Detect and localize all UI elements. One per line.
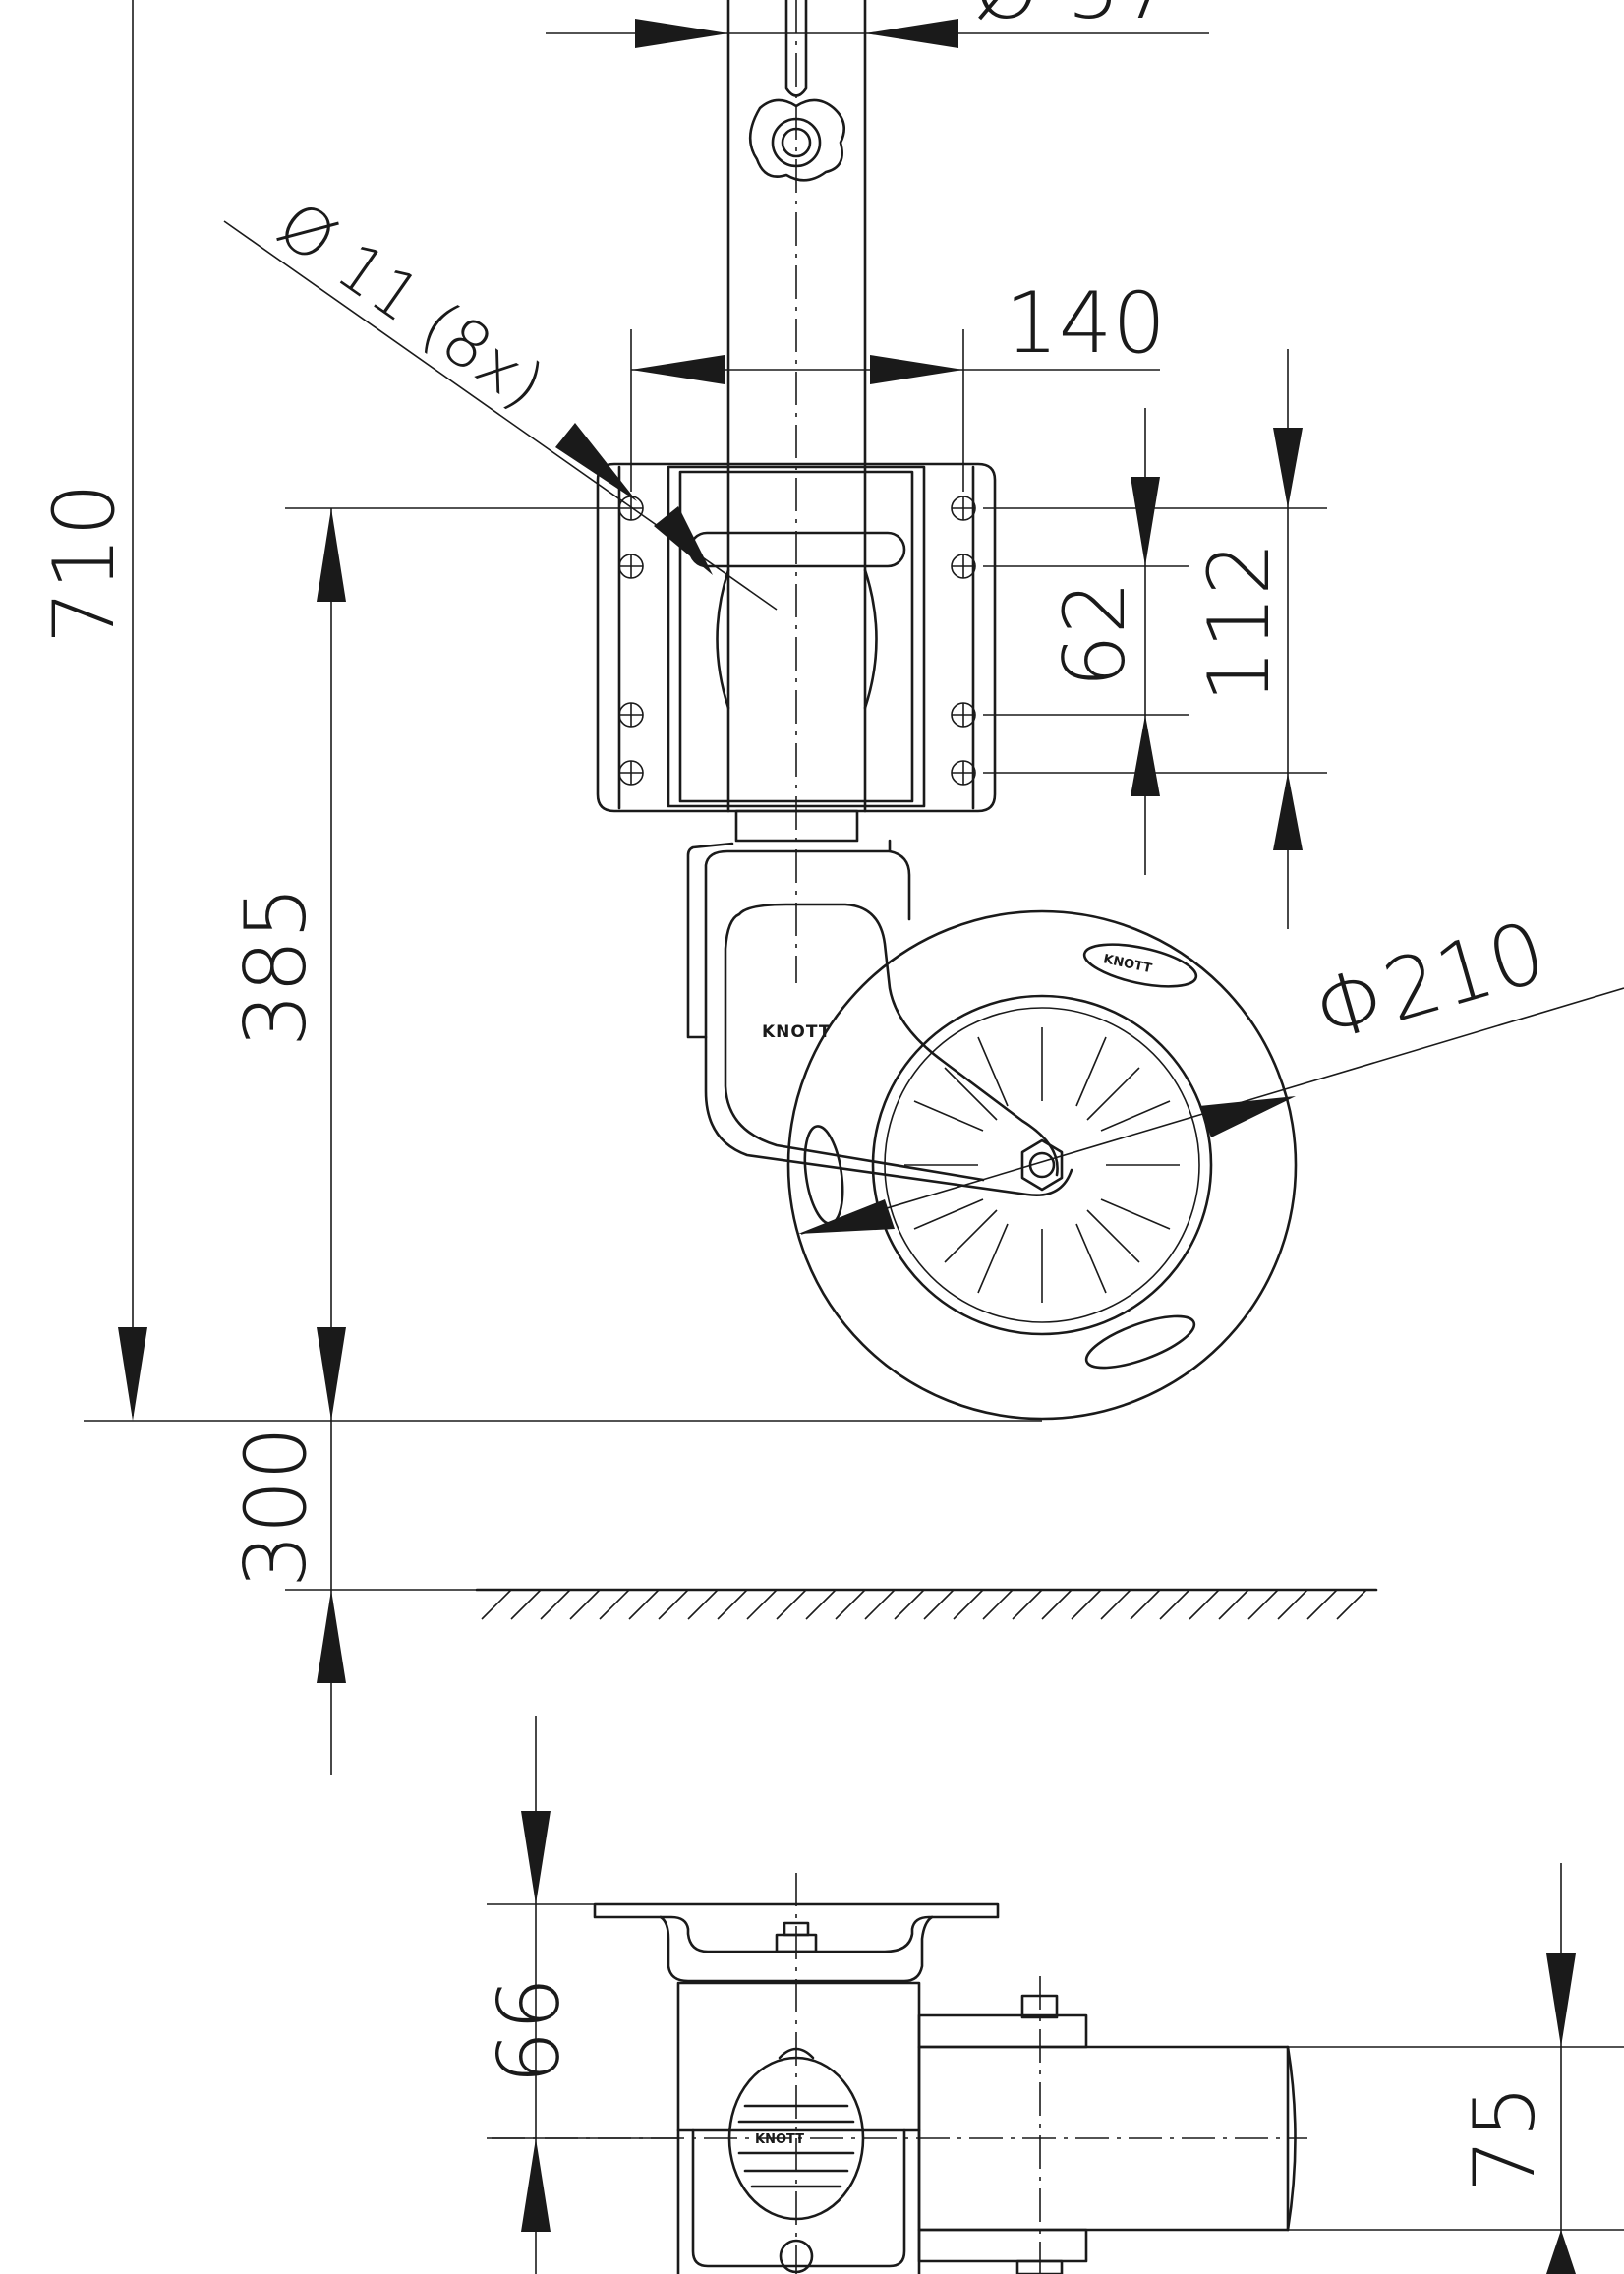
dim-clamp-to-ground: 385 [227,886,325,1047]
crank-knob [748,98,845,182]
bolt-hole-icon [618,496,976,786]
dim-tube-diameter: Ø 57 [973,0,1174,38]
dim-wheel-width: 75 [1456,2085,1554,2192]
side-view: KNOTT [492,1873,1307,2274]
dim-wheel-diameter: Φ210 [1304,903,1555,1062]
dim-hole-spacing-outer: 112 [1190,542,1289,703]
side-dimension-lines [487,1716,1624,2274]
side-logo-text: KNOTT [755,2132,804,2147]
wheel-logo-text: KNOTT [1102,952,1153,976]
dimension-lines [84,0,1624,1775]
dim-base-height: 99 [476,1976,574,2083]
dim-holes: Ø 11 (8x) [264,187,557,424]
dim-overall-height: 710 [35,483,134,644]
dim-ground-clearance: 300 [227,1427,325,1588]
dim-hole-spacing-inner: 62 [1046,581,1144,688]
fork-logo-text: KNOTT [762,1022,831,1042]
dim-hole-spacing-width: 140 [1005,274,1166,373]
main-tube [726,0,867,983]
wheel: KNOTT [786,909,1298,1421]
fork-body: KNOTT [686,839,1073,1197]
ground-hatching [475,1588,1378,1620]
